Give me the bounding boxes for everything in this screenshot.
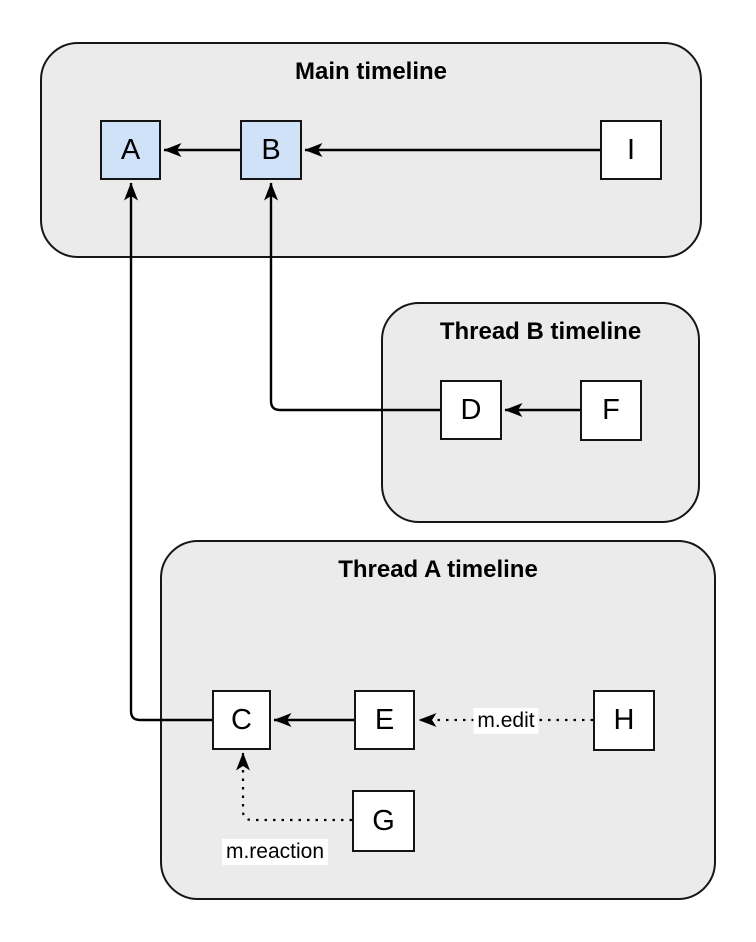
node-c: C <box>212 690 271 750</box>
node-g: G <box>352 790 415 852</box>
main-timeline-title: Main timeline <box>294 58 448 85</box>
node-f: F <box>580 380 642 441</box>
node-f-label: F <box>602 394 620 426</box>
node-e: E <box>354 690 415 750</box>
node-d: D <box>440 380 502 440</box>
node-i-label: I <box>626 133 636 166</box>
node-g-label: G <box>372 804 395 837</box>
node-b-label: B <box>261 133 281 166</box>
node-h: H <box>593 690 655 751</box>
node-c-label: C <box>231 703 252 736</box>
thread-b-timeline-title: Thread B timeline <box>439 318 642 345</box>
thread-a-timeline-title: Thread A timeline <box>338 556 538 583</box>
node-b: B <box>240 120 302 180</box>
container-thread-b-timeline: Thread B timeline <box>381 302 700 523</box>
node-a-label: A <box>120 133 141 166</box>
node-d-label: D <box>460 393 482 426</box>
node-h-label: H <box>613 704 635 736</box>
node-i: I <box>600 120 662 180</box>
node-a: A <box>100 120 161 180</box>
node-e-label: E <box>374 703 395 736</box>
edge-label-m-edit: m.edit <box>473 707 539 735</box>
edge-label-m-reaction: m.reaction <box>221 838 329 866</box>
